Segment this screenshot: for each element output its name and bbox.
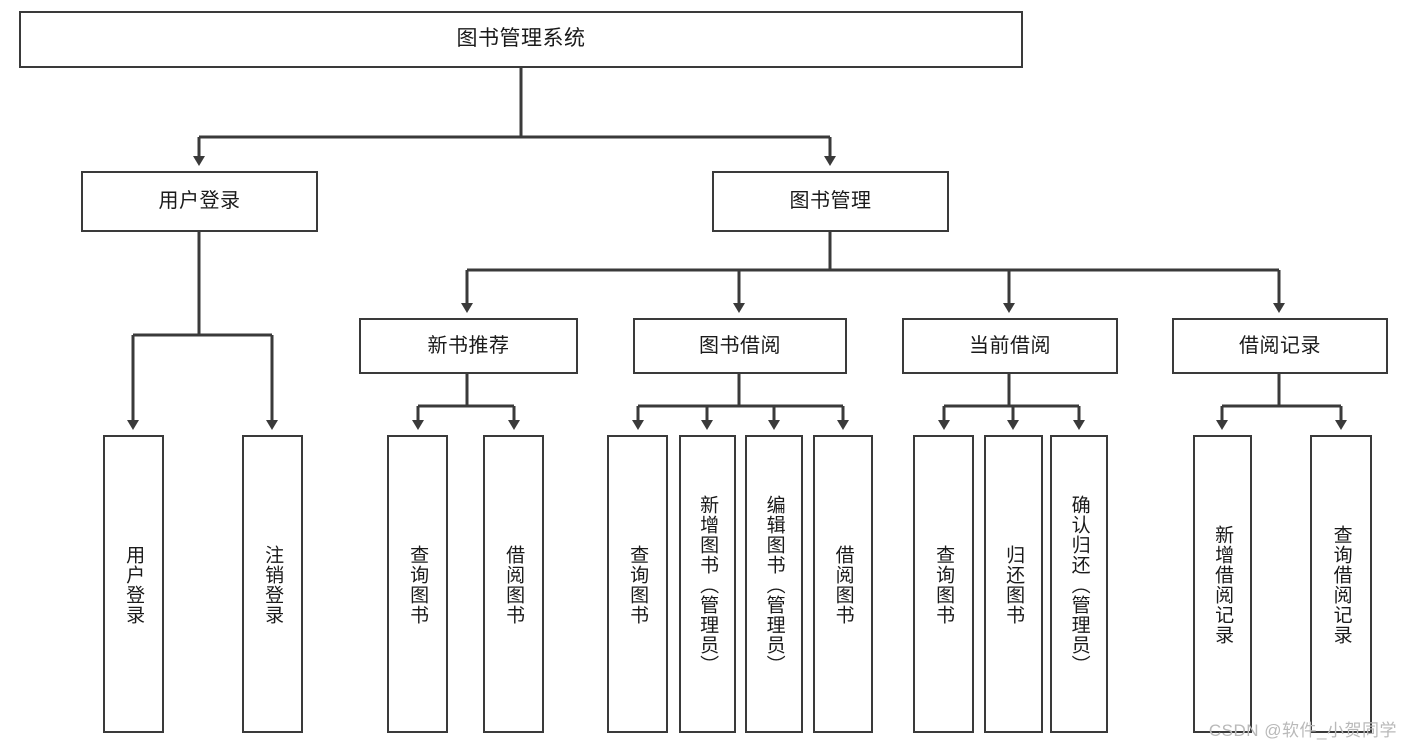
node-book-borrow-label: 图书借阅 [699,334,781,357]
node-leaf-confirm-return[interactable]: 确认归还（管理员） [1050,435,1108,733]
node-leaf-borrow-book-2[interactable]: 借阅图书 [813,435,873,733]
node-user-login[interactable]: 用户登录 [81,171,318,232]
node-leaf-confirm-return-label: 确认归还（管理员） [1068,495,1090,675]
node-root-label: 图书管理系统 [456,27,586,51]
node-leaf-query-book-1[interactable]: 查询图书 [387,435,448,733]
node-leaf-user-login[interactable]: 用户登录 [103,435,164,733]
node-leaf-add-book[interactable]: 新增图书（管理员） [679,435,736,733]
node-leaf-return-book-label: 归还图书 [1003,545,1025,625]
node-leaf-query-book-2[interactable]: 查询图书 [607,435,668,733]
node-new-book-recommend[interactable]: 新书推荐 [359,318,578,374]
node-leaf-logout-label: 注销登录 [262,545,284,625]
node-leaf-query-book-3-label: 查询图书 [933,545,955,625]
node-book-manage[interactable]: 图书管理 [712,171,949,232]
node-leaf-add-record-label: 新增借阅记录 [1212,525,1234,645]
node-borrow-record-label: 借阅记录 [1239,334,1321,357]
node-leaf-borrow-book-1-label: 借阅图书 [503,545,525,625]
node-leaf-user-login-label: 用户登录 [123,545,145,625]
node-leaf-add-record[interactable]: 新增借阅记录 [1193,435,1252,733]
node-current-borrow-label: 当前借阅 [969,334,1051,357]
node-leaf-query-record[interactable]: 查询借阅记录 [1310,435,1372,733]
node-borrow-record[interactable]: 借阅记录 [1172,318,1388,374]
node-user-login-label: 用户登录 [158,190,241,212]
watermark: CSDN @软件_小贺同学 [1208,721,1397,740]
node-book-borrow[interactable]: 图书借阅 [633,318,847,374]
node-leaf-edit-book-label: 编辑图书（管理员） [763,495,785,675]
node-book-manage-label: 图书管理 [789,190,872,212]
node-leaf-borrow-book-2-label: 借阅图书 [832,545,854,625]
node-leaf-add-book-label: 新增图书（管理员） [697,495,719,675]
node-leaf-return-book[interactable]: 归还图书 [984,435,1043,733]
node-leaf-query-record-label: 查询借阅记录 [1330,525,1352,645]
node-leaf-query-book-2-label: 查询图书 [627,545,649,625]
node-leaf-query-book-1-label: 查询图书 [407,545,429,625]
node-leaf-edit-book[interactable]: 编辑图书（管理员） [745,435,803,733]
node-root[interactable]: 图书管理系统 [19,11,1023,68]
node-new-book-recommend-label: 新书推荐 [427,334,510,357]
node-leaf-borrow-book-1[interactable]: 借阅图书 [483,435,544,733]
node-leaf-logout[interactable]: 注销登录 [242,435,303,733]
node-current-borrow[interactable]: 当前借阅 [902,318,1118,374]
node-leaf-query-book-3[interactable]: 查询图书 [913,435,974,733]
